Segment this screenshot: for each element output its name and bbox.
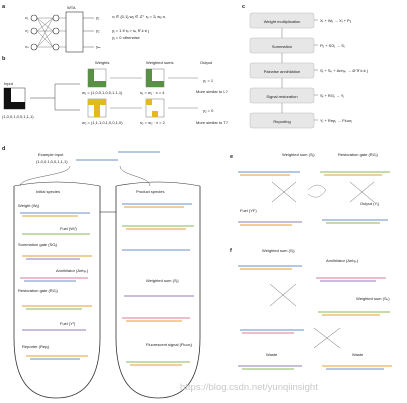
species-label: Weight (Wᵢⱼ) (18, 203, 40, 208)
output-label: y₁ (96, 15, 100, 20)
species-label: Fuel (Wᵢᶠ) (60, 226, 78, 231)
input-node (30, 14, 38, 22)
panel-b: b Input (1,0,0,1,0,0,1,1,1) Weights Weig… (2, 56, 229, 125)
weight-pattern-yellow (87, 98, 107, 118)
species-label: Waste (352, 352, 364, 357)
step-label: Reporting (273, 119, 290, 124)
example-vector: (1,0,0,1,0,0,1,1,1) (36, 159, 68, 164)
input-node (30, 27, 38, 35)
tube-initial-rim (13, 181, 101, 187)
column-output: Output (200, 60, 213, 65)
panel-label-f: f (230, 248, 232, 254)
panel-e: e Weighted sum (Sⱼ) Restoration gate (RG… (230, 152, 390, 226)
input-vector: (1,0,0,1,0,0,1,1,1) (2, 114, 34, 119)
panel-label-e: e (230, 154, 233, 160)
species-label: Reporter (Repⱼ) (22, 344, 50, 349)
species-label: Annihilator (Anhⱼₖ) (56, 268, 89, 273)
product-species: Weighted sum (Sⱼ) Fluorescent signal (Fl… (122, 203, 194, 366)
input-label: xₙ (25, 44, 29, 49)
wta-box (65, 11, 84, 53)
sum-pattern-yellow (145, 98, 165, 118)
equation: xᵢ ∈ {0,1} wᵢⱼ ∈ ℤ⁺ sⱼ = Σᵢ wᵢⱼ xᵢ (112, 14, 166, 19)
panel-d: d Example input (1,0,0,1,0,0,1,1,1) Init… (2, 146, 201, 399)
initial-species: Weight (Wᵢⱼ) Fuel (Wᵢᶠ) Summation gate (… (18, 203, 92, 360)
sum-node (52, 43, 60, 51)
panel-label-c: c (242, 4, 245, 10)
step-arrows (281, 19, 318, 121)
equation: yⱼ = 1 if sⱼ > sₖ ∀ k ≠ j (112, 28, 149, 33)
example-title: Example input (38, 152, 64, 157)
weight-pattern-green (87, 68, 107, 88)
reaction: Yⱼ + Repⱼ → Fluorⱼ (320, 118, 352, 123)
species-label: Output (Yⱼ) (360, 201, 380, 206)
species-label: Weighted sum (Sₖ) (356, 296, 390, 301)
example-strands (76, 151, 160, 161)
network-inputs: x₁ x₂ xₙ (25, 14, 66, 51)
panel-f: f Weighted sum (Sⱼ) Annihilator (Anhⱼₖ) … (230, 248, 392, 370)
panel-a: a x₁ x₂ xₙ WTA y₁ y₂ yₘ xᵢ ∈ {0,1} (2, 4, 166, 53)
species-label: Restoration gate (RGⱼ) (338, 152, 378, 157)
tube-initial (13, 186, 101, 399)
wta-label: WTA (67, 5, 76, 10)
step-label: Pairwise annihilation (264, 69, 300, 74)
branch-arrows (30, 83, 80, 111)
arrow-to-initial (19, 165, 71, 187)
sum-node (52, 27, 60, 35)
species-label: Fuel (Yᶠ) (60, 321, 76, 326)
species-label: Weighted sum (Sⱼ) (262, 248, 295, 253)
tube-product-rim (115, 181, 201, 187)
weights-row-1: w₁ = (1,0,0,1,0,0,1,1,1) (82, 90, 123, 95)
reaction: Sⱼ + RGⱼ → Yⱼ (320, 93, 344, 98)
sum-node (52, 14, 60, 22)
step-label: Summation (272, 44, 292, 49)
note-row-1: More similar to L? (196, 89, 229, 94)
product-title: Product species (136, 189, 164, 194)
output-label: yₘ (96, 44, 101, 49)
species-label: Weighted sum (Sⱼ) (282, 152, 315, 157)
output-label: y₂ (96, 28, 100, 33)
column-weighted-sums: Weighted sums (146, 60, 174, 65)
species-label: Fuel (YF) (240, 208, 257, 213)
panel-label-d: d (2, 146, 6, 152)
output-row-1: y₁ = 1 (203, 78, 214, 83)
reaction: Xᵢ + Wᵢⱼ → Xᵢ + Pᵢⱼ (320, 18, 351, 23)
weights-row-2: w₂ = (1,1,1,0,1,0,0,1,0) (82, 120, 123, 125)
species-label: Waste (266, 352, 278, 357)
step-label: Signal restoration (266, 94, 297, 99)
sum-pattern-green (145, 68, 165, 88)
species-label: Summation gate (SGⱼ) (18, 242, 58, 247)
exchange-arrows (269, 283, 341, 349)
panel-label-a: a (2, 4, 6, 10)
input-label: x₂ (25, 28, 29, 33)
tube-product (115, 186, 201, 399)
input-pattern-L (3, 87, 26, 110)
input-node (30, 43, 38, 51)
output-row-2: y₂ = 0 (203, 108, 214, 113)
output-lines (83, 17, 94, 48)
note-row-2: More similar to T? (196, 120, 229, 125)
row-arrows (110, 77, 198, 109)
watermark: https://blog.csdn.net/yunqiinsight (180, 382, 318, 393)
panel-c: c Weight multiplication Summation Pairwi… (242, 4, 368, 129)
species-label: Fluorescent signal (Fluorⱼ) (146, 342, 193, 347)
species-label: Restoration gate (RGⱼ) (18, 288, 58, 293)
species-label: Annihilator (Anhⱼₖ) (326, 258, 359, 263)
network-edges (36, 17, 66, 48)
cycle-arrow (307, 184, 327, 198)
panel-label-b: b (2, 56, 6, 62)
reaction: Pᵢⱼ + SGⱼ → Sⱼ (320, 43, 345, 48)
reaction: Sⱼ + Sₖ + Anhⱼₖ → Ø ∀ k ≠ j (320, 68, 368, 73)
exchange-arrows (271, 181, 375, 203)
sum-row-2: s₂ = w₂ · x = 2 (140, 120, 166, 125)
species-label: Weighted sum (Sⱼ) (146, 278, 179, 283)
equation: yⱼ = 0 otherwise (112, 35, 140, 40)
input-label: x₁ (25, 15, 29, 20)
column-weights: Weights (95, 60, 109, 65)
initial-title: Initial species (36, 189, 60, 194)
step-label: Weight multiplication (264, 19, 301, 24)
input-title: Input (4, 81, 14, 86)
sum-row-1: s₁ = w₁ · x = 4 (140, 90, 165, 95)
